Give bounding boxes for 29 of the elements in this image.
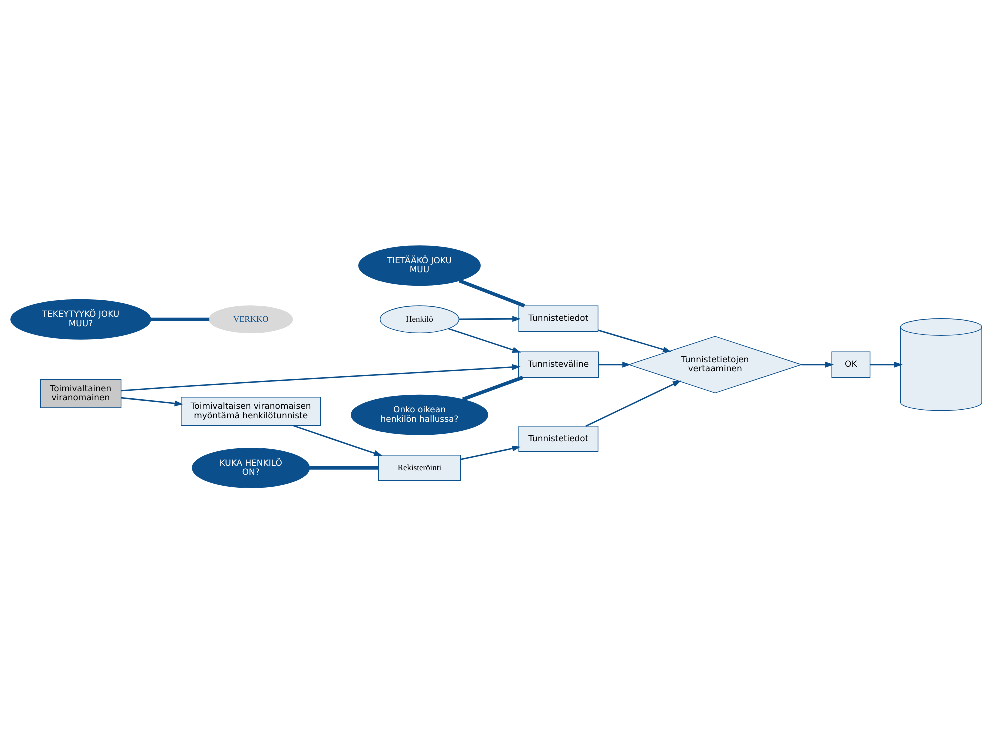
node-box: Tunnistetiedot (518, 426, 599, 452)
node-ellipse: Henkilö (380, 305, 460, 334)
node-ellipse: TEKEYTYYKÖ JOKU MUU? (10, 298, 152, 340)
arrow (448, 328, 522, 352)
arrow (598, 329, 672, 352)
arrow (292, 424, 383, 456)
connector (151, 317, 210, 321)
arrow (121, 396, 184, 406)
node-ellipse: Onko oikean henkilön hallussa? (350, 394, 489, 435)
node-box: Tunnistetiedot (518, 305, 599, 332)
node-box: Toimivaltaisen viranomaisen myöntämä henkilötunniste (181, 396, 322, 426)
arrow (459, 316, 522, 322)
node-ellipse: TIETÄÄKÖ JOKU MUU (358, 245, 481, 286)
connector (310, 466, 378, 470)
node-box: Rekisteröinti (378, 454, 462, 481)
node-ellipse: KUKA HENKILÖ ON? (192, 447, 310, 488)
arrow (802, 361, 834, 368)
node-ellipse: VERKKO (209, 305, 294, 334)
arrow (870, 361, 903, 368)
connector (462, 376, 524, 401)
node-box: Toimivaltainen viranomainen (40, 378, 122, 408)
arrow (460, 445, 521, 460)
node-diamond: Tunnistetietojen vertaaminen (628, 336, 803, 394)
arrow (598, 361, 632, 368)
connector (459, 278, 526, 308)
node-box: OK (832, 351, 871, 378)
node-box: Tunnisteväline (518, 351, 599, 378)
arrow (586, 380, 682, 427)
arrow (121, 364, 521, 392)
